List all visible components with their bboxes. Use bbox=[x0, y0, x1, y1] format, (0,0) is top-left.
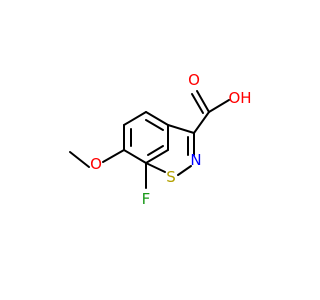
bonds bbox=[69, 90, 230, 189]
atom-label-o-methoxy: O bbox=[90, 155, 102, 173]
bond-c5-c6 bbox=[123, 111, 147, 126]
atom-label-oh: OH bbox=[228, 89, 251, 107]
atom-label-sulfur: S bbox=[166, 168, 176, 186]
bond-c3a-c3 bbox=[167, 124, 195, 134]
bond-ccooh-o-double bbox=[196, 90, 210, 113]
bond-ccooh-oh bbox=[208, 99, 230, 113]
molecule-structure: O OH N S F O bbox=[69, 71, 252, 208]
bond-n-s bbox=[177, 165, 192, 176]
bond-s-c7a bbox=[145, 162, 166, 173]
atom-label-nitrogen: N bbox=[190, 151, 201, 169]
atom-label-o-carbonyl: O bbox=[188, 71, 200, 89]
bond-c4-c5-inner bbox=[145, 119, 164, 131]
bond-c7a-c3a-inner bbox=[147, 145, 164, 156]
atom-labels: O OH N S F O bbox=[90, 71, 251, 208]
bond-c3-ccooh bbox=[193, 111, 210, 134]
bond-c6-o bbox=[102, 149, 125, 163]
atom-label-fluorine: F bbox=[142, 190, 151, 208]
bond-c7-c7a bbox=[123, 149, 147, 164]
bond-ccooh-o-double-inner bbox=[191, 93, 204, 114]
bond-c7a-c3a bbox=[145, 149, 169, 164]
bond-c4-c5 bbox=[145, 111, 169, 126]
bond-o-ch3 bbox=[69, 151, 90, 168]
